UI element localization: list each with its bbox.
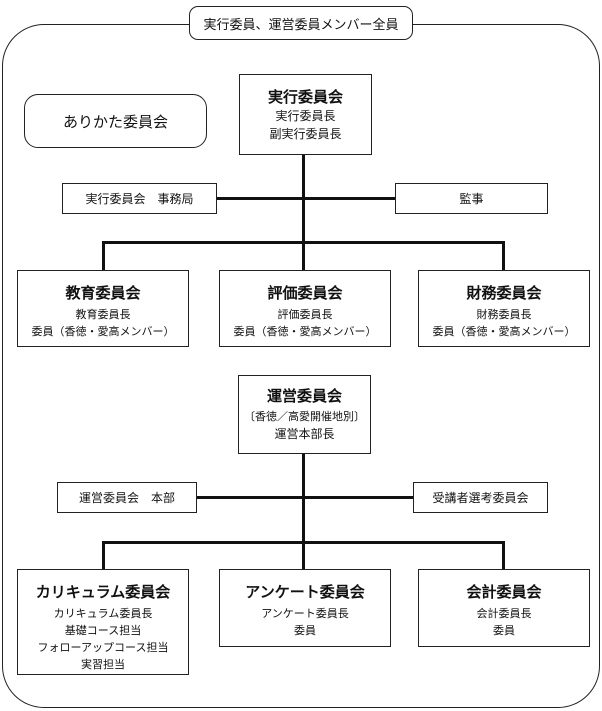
survey-committee-line: 委員: [294, 624, 316, 637]
finance-committee-line: 財務委員長: [476, 308, 532, 321]
operations-hq-box: 運営委員会 本部: [57, 482, 197, 513]
executive-committee-box: 実行委員会 実行委員長 副実行委員長: [239, 74, 372, 155]
executive-committee-line: 副実行委員長: [269, 127, 342, 141]
education-committee-title: 教育委員会: [65, 284, 141, 302]
curriculum-committee-line: カリキュラム委員長: [53, 607, 153, 620]
connector-line: [502, 541, 505, 571]
accounting-committee-line: 会計委員長: [476, 607, 532, 620]
operations-committee-title: 運営委員会: [266, 387, 342, 405]
survey-committee-title: アンケート委員会: [245, 583, 365, 601]
members-header-label: 実行委員、運営委員メンバー全員: [203, 17, 399, 33]
members-header-tab: 実行委員、運営委員メンバー全員: [189, 6, 413, 40]
accounting-committee-box: 会計委員会 会計委員長 委員: [418, 569, 590, 647]
applicant-selection-box: 受講者選考委員会: [413, 482, 548, 513]
connector-line: [197, 496, 413, 499]
finance-committee-box: 財務委員会 財務委員長 委員（香徳・愛高メンバー）: [418, 270, 590, 347]
operations-committee-box: 運営委員会 〔香徳／高愛開催地別〕 運営本部長: [238, 375, 371, 454]
evaluation-committee-title: 評価委員会: [267, 284, 343, 302]
executive-committee-title: 実行委員会: [267, 88, 343, 106]
education-committee-line: 委員（香徳・愛高メンバー）: [31, 325, 175, 338]
evaluation-committee-line: 委員（香徳・愛高メンバー）: [233, 325, 377, 338]
connector-line: [102, 241, 105, 271]
arikata-committee-box: ありかた委員会: [24, 94, 207, 148]
connector-line: [502, 241, 505, 271]
operations-committee-line: 運営本部長: [274, 427, 335, 441]
arikata-committee-label: ありかた委員会: [62, 112, 168, 131]
operations-committee-line: 〔香徳／高愛開催地別〕: [244, 410, 365, 423]
connector-line: [102, 541, 105, 571]
operations-hq-label: 運営委員会 本部: [78, 491, 175, 505]
survey-committee-box: アンケート委員会 アンケート委員長 委員: [219, 569, 391, 647]
accounting-committee-title: 会計委員会: [466, 583, 542, 601]
curriculum-committee-box: カリキュラム委員会 カリキュラム委員長 基礎コース担当 フォローアップコース担当…: [17, 569, 189, 675]
evaluation-committee-box: 評価委員会 評価委員長 委員（香徳・愛高メンバー）: [219, 270, 391, 347]
survey-committee-line: アンケート委員長: [261, 607, 349, 620]
auditor-box: 監事: [395, 183, 548, 214]
curriculum-committee-line: 実習担当: [81, 658, 125, 671]
evaluation-committee-line: 評価委員長: [277, 308, 333, 321]
executive-secretariat-label: 実行委員会 事務局: [85, 192, 194, 206]
auditor-label: 監事: [459, 192, 484, 206]
executive-committee-line: 実行委員長: [275, 109, 336, 123]
finance-committee-title: 財務委員会: [466, 284, 542, 302]
education-committee-line: 教育委員長: [75, 308, 131, 321]
curriculum-committee-line: フォローアップコース担当: [37, 641, 169, 654]
connector-line: [302, 541, 305, 571]
connector-line: [217, 197, 395, 200]
accounting-committee-line: 委員: [493, 624, 515, 637]
finance-committee-line: 委員（香徳・愛高メンバー）: [432, 325, 576, 338]
education-committee-box: 教育委員会 教育委員長 委員（香徳・愛高メンバー）: [17, 270, 189, 347]
curriculum-committee-title: カリキュラム委員会: [35, 583, 171, 601]
connector-line: [302, 241, 305, 271]
applicant-selection-label: 受講者選考委員会: [432, 491, 529, 505]
curriculum-committee-line: 基礎コース担当: [64, 624, 142, 637]
executive-secretariat-box: 実行委員会 事務局: [62, 183, 217, 214]
